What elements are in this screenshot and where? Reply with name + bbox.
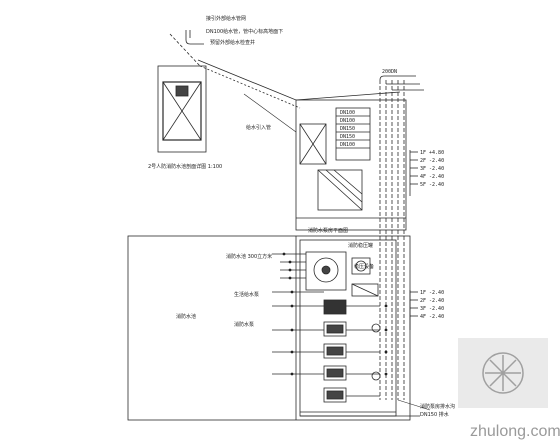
pump-room-title: 消防水泵房平面图 xyxy=(308,227,348,234)
top-note-3: 预留外部给水检查井 xyxy=(210,39,255,46)
left-label-2: 生活给水泵 xyxy=(234,291,259,298)
pipe-tag: DN100 xyxy=(340,118,355,124)
watermark-text: zhulong.com xyxy=(470,423,560,440)
pipe-tag: DN100 xyxy=(340,142,355,148)
inlet-detail xyxy=(157,30,401,153)
elevation-ladder-lower xyxy=(409,290,418,330)
right-label-2: 消防稳压罐 xyxy=(348,242,373,249)
elevation-label: 2F -2.40 xyxy=(420,298,444,304)
right-label-1: 稳压设备 xyxy=(354,263,374,270)
annotations: 接引外部给水管网 DN100给水管，管中心标高地面下 预留外部给水检查井 给水引… xyxy=(148,15,455,418)
upper-room xyxy=(295,99,407,231)
pipe-tag: DN150 xyxy=(340,126,355,132)
elevation-label: 5F -2.40 xyxy=(420,182,444,188)
left-label-3: 消防水泵 xyxy=(234,321,254,328)
top-note-1: 接引外部给水管网 xyxy=(206,15,246,22)
top-note-2: DN100给水管，管中心标高地面下 xyxy=(206,28,283,35)
elevation-ladder-upper xyxy=(409,150,418,196)
supply-lines xyxy=(272,253,420,417)
room-note: 给水引入管 xyxy=(246,124,271,131)
left-label-1: 消防水池 300立方米 xyxy=(226,253,272,260)
top-right-pipes: 200DN xyxy=(382,69,397,75)
watermark-logo-icon xyxy=(482,352,524,394)
pump-equipment xyxy=(305,251,381,403)
elevation-label: 2F -2.40 xyxy=(420,158,444,164)
elevation-label: 1F -2.40 xyxy=(420,290,444,296)
left-label-4: 消防水池 xyxy=(176,313,196,320)
bottom-note-2: DN150 排水 xyxy=(420,411,449,418)
bottom-note-1: 消防泵房排水沟 xyxy=(420,403,455,410)
section-title: 2号人防消防水池剖面详图 1:100 xyxy=(148,163,222,170)
elevation-label: 1F +4.80 xyxy=(420,150,444,156)
pipe-tag: DN100 xyxy=(340,110,355,116)
elevation-label: 4F -2.40 xyxy=(420,174,444,180)
watermark: zhulong.com xyxy=(458,338,560,440)
elevation-label: 4F -2.40 xyxy=(420,314,444,320)
elevation-label: 3F -2.40 xyxy=(420,166,444,172)
pipe-tag: DN150 xyxy=(340,134,355,140)
elevation-label: 3F -2.40 xyxy=(420,306,444,312)
